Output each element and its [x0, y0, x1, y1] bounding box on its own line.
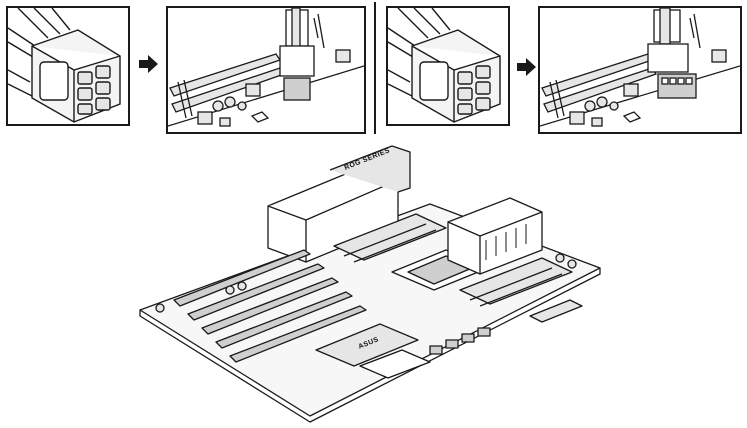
- right-triangle-arrow-icon: [139, 55, 159, 73]
- motherboard-illustration: ROG SERIES ASUS: [130, 140, 610, 424]
- board-connector-installed-illustration-2: [540, 8, 740, 127]
- eight-pin-connector-illustration: [8, 8, 121, 123]
- connector-closeup-panel-1: [6, 6, 130, 126]
- eight-pin-connector-illustration-2: [388, 8, 501, 123]
- connector-installed-panel-2: [538, 6, 742, 134]
- section-divider: [374, 2, 376, 134]
- connector-closeup-panel-2: [386, 6, 510, 126]
- connector-installed-panel-1: [166, 6, 366, 134]
- board-connector-installed-illustration: [168, 8, 364, 127]
- motherboard-drawing: [139, 145, 601, 423]
- right-triangle-arrow-icon: [517, 58, 537, 76]
